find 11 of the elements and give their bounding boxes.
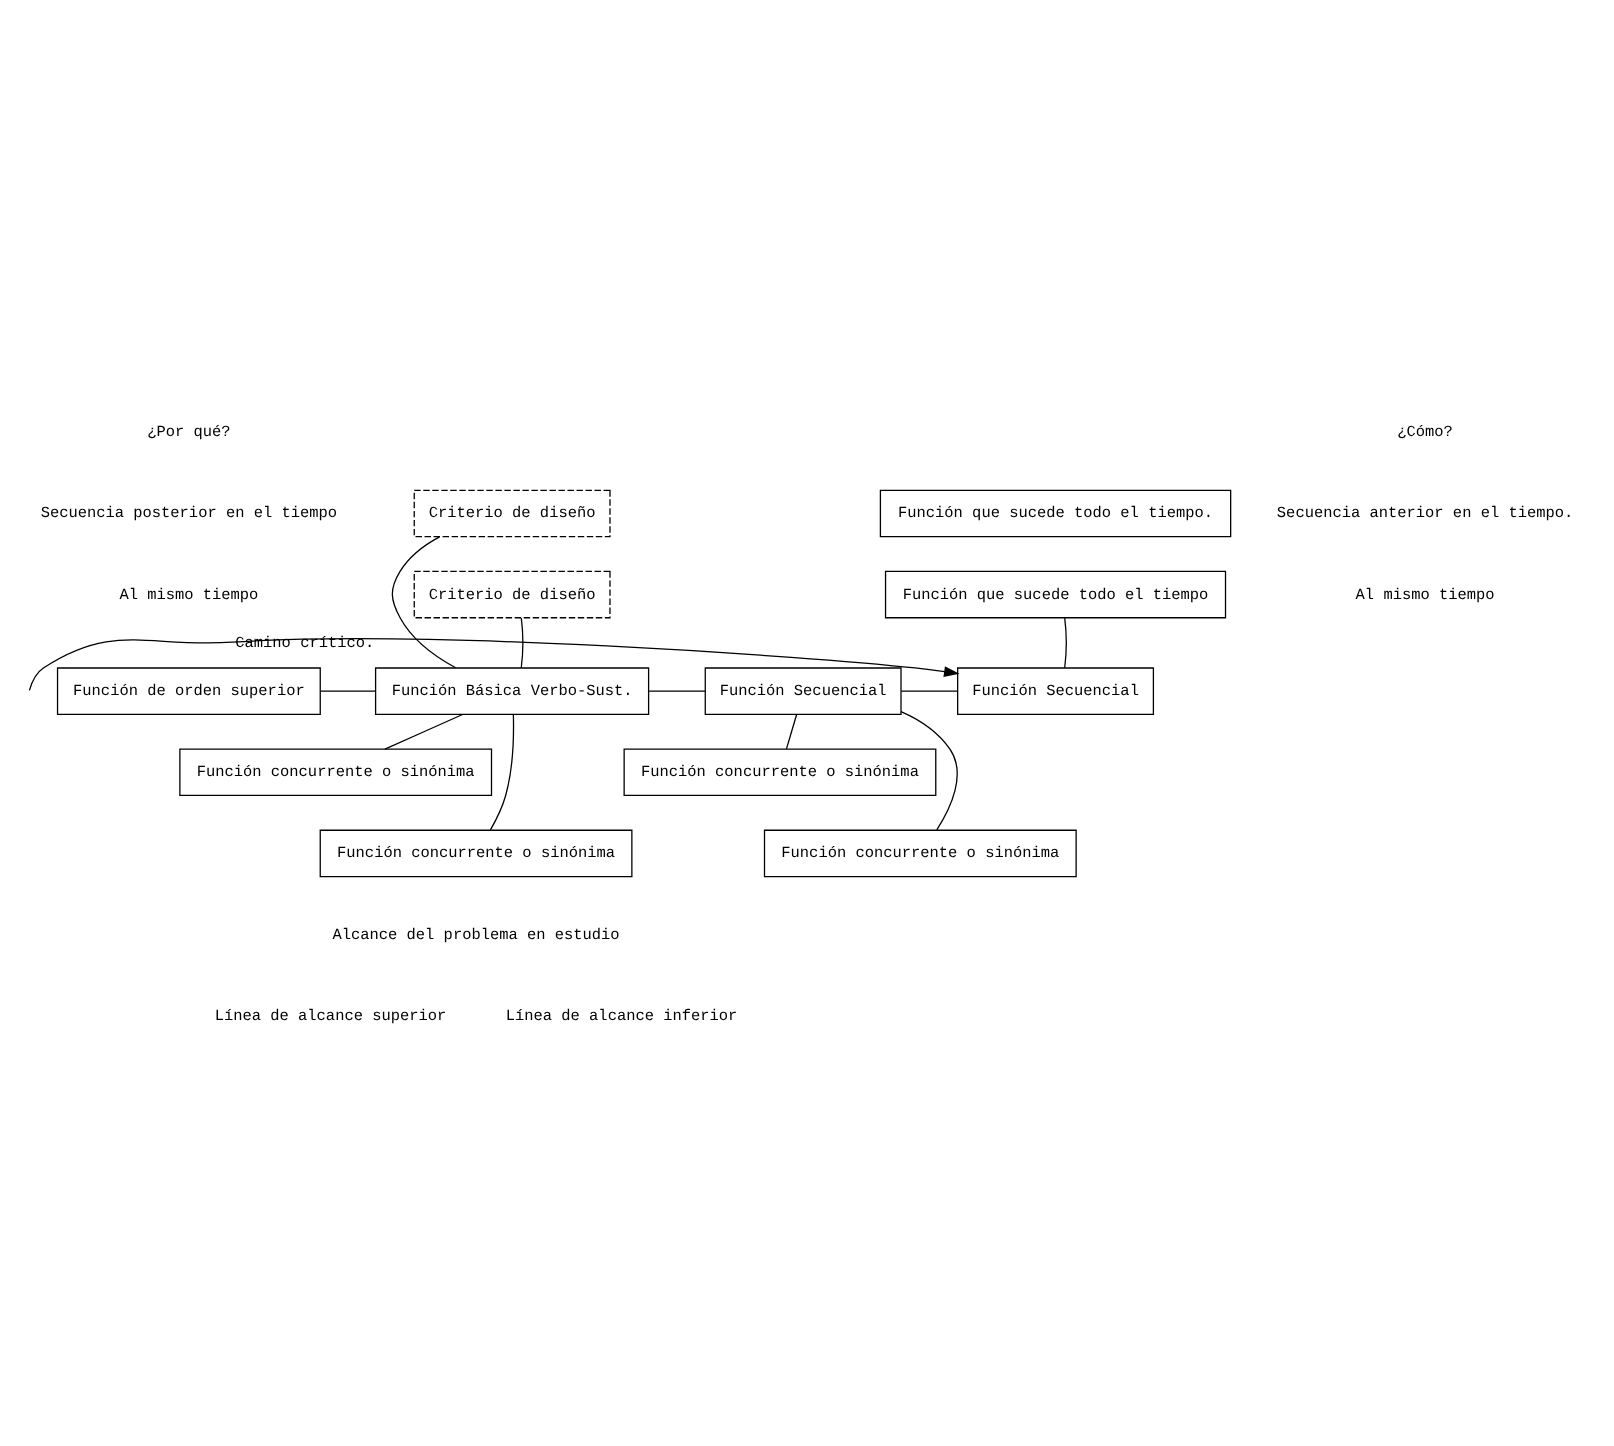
connector [320, 689, 377, 691]
connector [900, 689, 958, 691]
connector [1064, 616, 1067, 668]
connector [648, 689, 706, 691]
connector [520, 616, 524, 668]
arrow [28, 637, 960, 691]
connector [900, 709, 958, 830]
connector [785, 713, 798, 749]
connector [489, 712, 515, 830]
connector [391, 535, 457, 668]
connector [384, 712, 464, 749]
